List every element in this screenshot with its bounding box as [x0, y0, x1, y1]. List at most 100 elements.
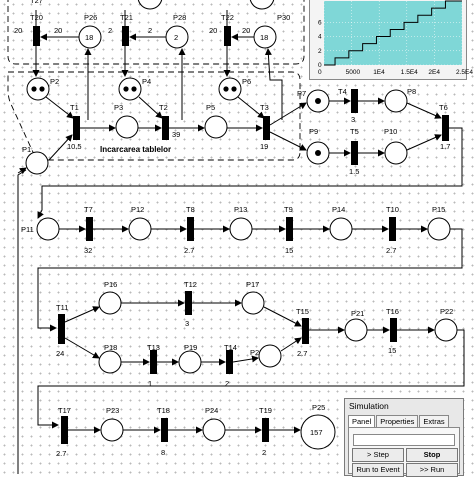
step-button[interactable]: > Step [352, 448, 404, 462]
tab-extras[interactable]: Extras [419, 415, 449, 427]
t20-weight-out: 20 [14, 26, 22, 35]
top-group-boundary [7, 0, 305, 65]
place-p20[interactable] [258, 344, 282, 368]
place-partial-top-left[interactable] [137, 0, 163, 10]
transition-t2[interactable] [162, 116, 169, 140]
transition-t3[interactable] [263, 116, 270, 140]
stop-button[interactable]: Stop [406, 448, 458, 462]
place-p19[interactable] [178, 350, 202, 374]
place-p10[interactable] [384, 141, 408, 165]
p18-label: P18 [104, 343, 117, 352]
place-p1[interactable] [25, 151, 49, 175]
t3-delay: 19 [260, 142, 268, 151]
place-p3[interactable] [115, 115, 139, 139]
transition-t19[interactable] [262, 418, 269, 442]
p22-label: P22 [440, 307, 453, 316]
place-p6[interactable] [218, 77, 242, 101]
t9-label: T9 [284, 205, 293, 214]
t17-label: T17 [58, 406, 71, 415]
transition-t20[interactable] [33, 26, 40, 46]
p10-label: P10 [384, 127, 397, 136]
run-button[interactable]: >> Run [406, 463, 458, 477]
transition-t4[interactable] [351, 89, 358, 113]
place-p13[interactable] [229, 217, 253, 241]
p28-label: P28 [173, 13, 186, 22]
transition-t12[interactable] [185, 291, 192, 315]
transition-t22[interactable] [224, 26, 231, 46]
place-p11[interactable] [36, 217, 60, 241]
t11-delay: 24 [56, 349, 64, 358]
plot-area [324, 1, 462, 65]
transition-t10[interactable] [389, 217, 396, 241]
place-p24[interactable] [202, 418, 226, 442]
t21-label: T21 [120, 13, 133, 22]
p13-label: P13 [234, 205, 247, 214]
simulation-panel: Simulation Panel Properties Extras > Ste… [344, 398, 464, 477]
t21-weight-in: 2 [148, 26, 152, 35]
run-to-event-button[interactable]: Run to Event [352, 463, 404, 477]
place-p5[interactable] [204, 115, 228, 139]
p30-label: P30 [277, 13, 290, 22]
t12-delay: 3 [185, 319, 189, 328]
t4-label: T4 [338, 87, 347, 96]
t8-delay: 2.7 [184, 246, 194, 255]
p14-label: P14 [332, 205, 345, 214]
place-p21[interactable] [344, 318, 368, 342]
simulation-tabs: Panel Properties Extras [348, 415, 450, 427]
tab-properties[interactable]: Properties [376, 415, 419, 427]
group-label: Incarcarea tablelor [100, 145, 171, 154]
p11-label: P11 [21, 225, 34, 234]
t6-delay: 1.7 [440, 142, 450, 151]
t19-label: T19 [259, 406, 272, 415]
transition-t18[interactable] [161, 418, 168, 442]
t14-label: T14 [224, 343, 237, 352]
token [315, 150, 321, 156]
p4-label: P4 [142, 77, 151, 86]
place-partial-top-right[interactable] [249, 0, 275, 10]
transition-t16[interactable] [390, 318, 397, 342]
place-p25[interactable] [300, 414, 336, 450]
token [315, 98, 321, 104]
transition-t17[interactable] [61, 416, 68, 444]
transition-t15[interactable] [302, 318, 309, 344]
place-p2[interactable] [26, 77, 50, 101]
place-p16[interactable] [98, 291, 122, 315]
place-p14[interactable] [329, 217, 353, 241]
place-p17[interactable] [241, 291, 265, 315]
token [39, 86, 45, 92]
transition-t1[interactable] [73, 116, 80, 140]
transition-t21[interactable] [122, 26, 129, 46]
t18-delay: 8 [161, 448, 165, 457]
transition-t13[interactable] [150, 350, 157, 374]
place-p18[interactable] [98, 350, 122, 374]
place-p4[interactable] [118, 77, 142, 101]
p5-label: P5 [206, 103, 215, 112]
place-p8[interactable] [384, 89, 408, 113]
t6-label: T6 [439, 103, 448, 112]
transition-t6[interactable] [442, 115, 449, 141]
place-p15[interactable] [427, 217, 451, 241]
t21-weight-out: 2 [108, 26, 112, 35]
t18-label: T18 [157, 406, 170, 415]
place-p22[interactable] [434, 318, 458, 342]
simulation-time-field[interactable] [353, 434, 455, 446]
t13-delay: 1 [148, 379, 152, 388]
transition-t11[interactable] [58, 314, 65, 344]
tab-panel[interactable]: Panel [348, 415, 376, 427]
t15-delay: 2.7 [297, 349, 307, 358]
transition-t5[interactable] [351, 141, 358, 165]
token [223, 86, 229, 92]
transition-t7[interactable] [86, 217, 93, 241]
transition-t14[interactable] [226, 350, 233, 374]
p25-tokens: 157 [310, 428, 323, 437]
transition-t9[interactable] [286, 217, 293, 241]
p25-label: P25 [312, 403, 325, 412]
t10-delay: 2.7 [386, 246, 396, 255]
transition-t8[interactable] [187, 217, 194, 241]
p21-label: P21 [351, 309, 364, 318]
place-p12[interactable] [128, 217, 152, 241]
place-p23[interactable] [100, 418, 124, 442]
